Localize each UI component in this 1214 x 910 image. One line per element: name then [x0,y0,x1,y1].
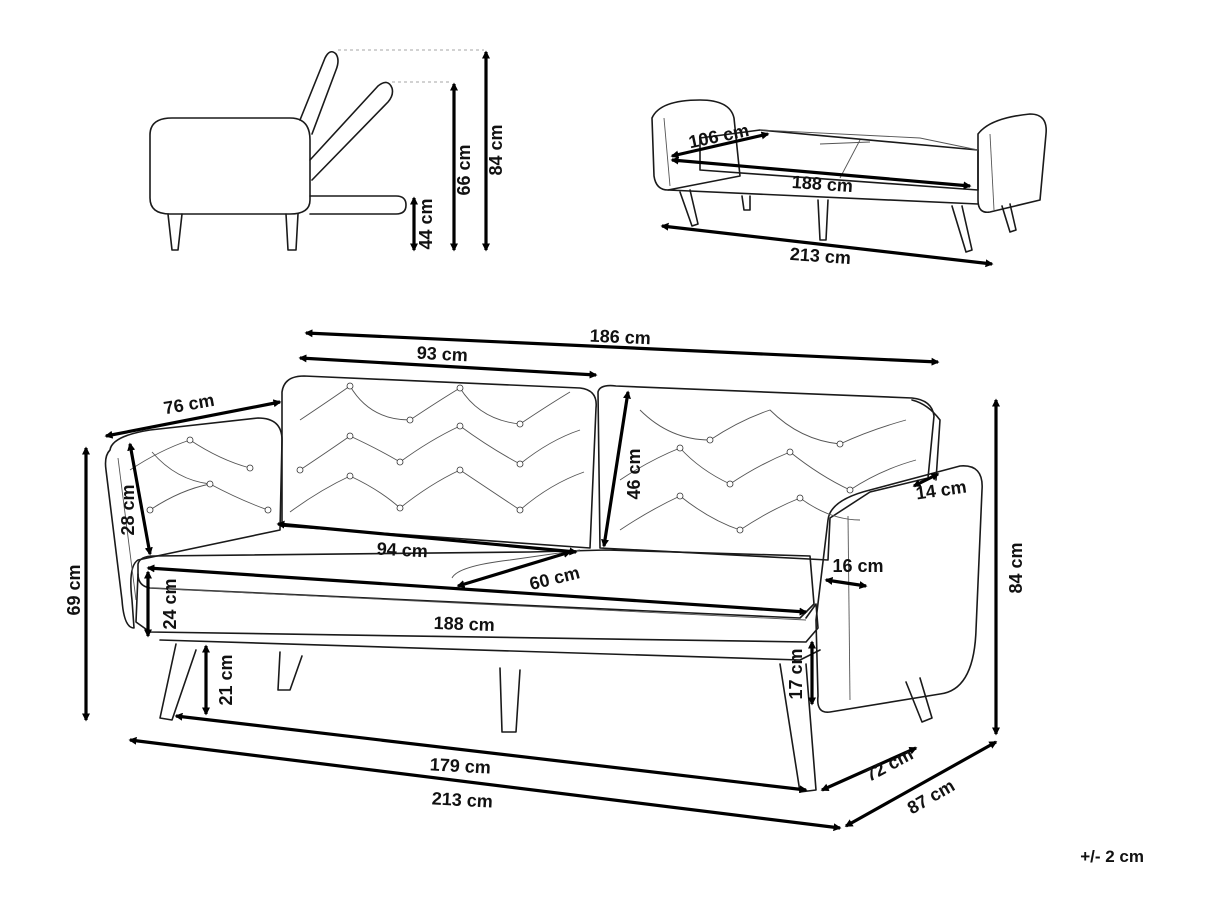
dim-label: 106 cm [687,120,751,152]
side-view-dimensions: 84 cm 66 cm 44 cm [410,50,506,252]
dim-label: 84 cm [486,124,506,175]
dim-label: 44 cm [416,198,436,249]
tolerance-note: +/- 2 cm [1080,847,1144,866]
dim-label-72: 72 cm [862,744,916,786]
dim-label-60: 60 cm [527,562,581,594]
dim-label-179: 179 cm [429,754,491,777]
dim-label-21: 21 cm [216,654,236,705]
dim-label-28: 28 cm [118,484,138,535]
dim-label-16: 16 cm [832,556,883,576]
dim-label-46: 46 cm [624,448,644,499]
dim-label-17: 17 cm [786,648,806,699]
dim-label-87: 87 cm [904,775,958,818]
dim-label: 66 cm [454,144,474,195]
dim-label: 213 cm [789,244,851,268]
main-view-dimension-lines [82,329,1000,832]
main-view-dimension-labels: 186 cm 93 cm 76 cm 28 cm 46 cm 14 cm 94 … [64,326,1026,819]
dim-label-84: 84 cm [1006,542,1026,593]
dim-label-186: 186 cm [589,326,651,349]
dim-label-213: 213 cm [431,788,493,811]
dim-label-93: 93 cm [416,343,468,366]
dim-label-76: 76 cm [162,390,216,419]
dim-label-24: 24 cm [160,578,180,629]
dim-label-188: 188 cm [433,613,495,635]
dim-label: 188 cm [791,172,853,196]
dim-label-94: 94 cm [376,539,428,562]
dim-label-69: 69 cm [64,564,84,615]
side-view-drawing [149,49,484,251]
tufting-pattern [129,382,917,534]
